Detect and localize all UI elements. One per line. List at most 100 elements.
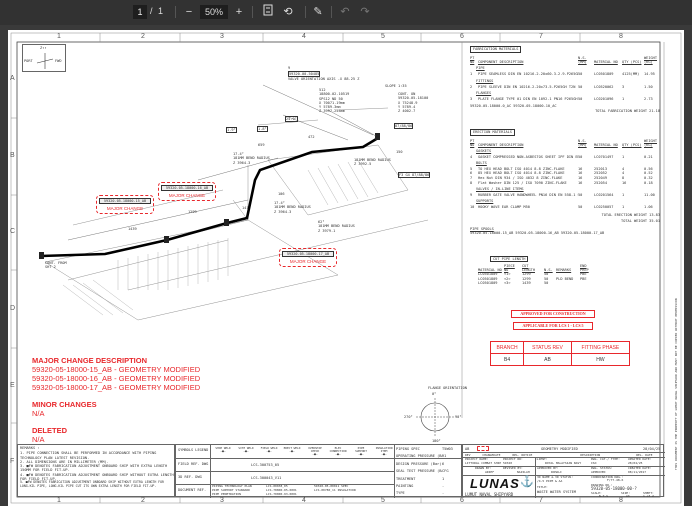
column-label: 1 <box>57 33 61 40</box>
legend-symbol-label: SHOP WELD <box>215 446 231 450</box>
legend-label: SYMBOLS LEGEND <box>178 448 209 452</box>
column-label: 5 <box>381 33 385 40</box>
table-cell: SEAL TEST PRESSURE (Bar) <box>396 469 442 474</box>
table-cell: - <box>442 491 445 496</box>
flange-orientation-title: FLANGE ORIENTATION <box>428 386 467 390</box>
dwg-status: DWG. STATUS:APPROVED <box>591 466 613 474</box>
port-label: PORT <box>24 59 33 63</box>
annotate-icon[interactable]: ✎ <box>313 6 323 18</box>
rotate-icon[interactable]: ⟲ <box>283 6 293 18</box>
table-row: TYPE- <box>396 490 462 497</box>
remark-item: 3. ■FW DENOTES FABRICATION ADJUSTMENT ON… <box>20 464 168 473</box>
column-label: 4 <box>302 497 306 504</box>
major-change-item: 59320-05-18000-16_AB - GEOMETRY MODIFIED <box>32 374 201 383</box>
table-cell: PBE <box>580 272 587 277</box>
table-cell: <2> <box>504 276 511 281</box>
table-cell: LC0520062 <box>594 84 614 89</box>
table-cell: PLD BEND <box>556 276 574 281</box>
zoom-in-button[interactable]: + <box>235 6 243 18</box>
fitting-phase-header: FITTING PHASE <box>570 341 631 354</box>
drawing-sheet: 1 2 3 4 5 6 7 8 1 2 3 4 5 6 7 8 A B C D … <box>8 30 684 506</box>
fwd-label: FWD <box>55 59 62 63</box>
column-label: 3 <box>220 497 224 504</box>
spool-id: 59320-05-18000-16_AB <box>161 185 213 191</box>
table-cell: 1299 <box>522 272 531 277</box>
compass-icon <box>36 53 54 69</box>
table-cell: 1299 <box>522 276 531 281</box>
divider <box>252 6 253 18</box>
rev-date: 28/04/25 <box>643 447 661 451</box>
fit-page-icon[interactable] <box>261 4 275 20</box>
size: SIZE:A3 <box>621 491 631 498</box>
total-erection-weight: TOTAL ERECTION WEIGHT 13.83 <box>601 212 660 217</box>
isometric-drawing <box>39 84 429 321</box>
table-cell: 0.21 <box>644 154 653 159</box>
scale: SCALE:N.T.S <box>591 491 609 498</box>
table-cell: 1 <box>470 72 473 76</box>
table-cell: 3 <box>470 97 473 102</box>
undo-icon[interactable]: ↶ <box>340 6 350 18</box>
table-cell: 4 <box>470 154 473 159</box>
created-date: CREATED DATE:08/11/2017 <box>628 466 652 474</box>
callout-label: MAJOR CHANGE <box>168 193 206 198</box>
table-cell: 252013 <box>594 166 607 171</box>
drawn-by: DRAWN BY:ARIEF <box>475 466 495 474</box>
dim-tag: F3 G4 87/88/86 <box>398 172 431 178</box>
table-cell: TO HEX HEAD BOLT ISO 4014 8.8 ZINC-FLAKE <box>478 166 565 171</box>
drawing-title: TITLE:WASTE WATER SYSTEM <box>537 485 576 494</box>
table-cell: 252054 <box>594 180 607 185</box>
legend-label: DOCUMENT REF. <box>178 488 207 492</box>
z-axis-label: Z↑↑ <box>40 46 47 50</box>
divider <box>305 6 306 18</box>
redo-icon[interactable]: ↷ <box>360 6 370 18</box>
column-label: 3 <box>220 33 224 40</box>
total-weight: TOTAL WEIGHT 35.01 <box>621 219 660 224</box>
client: CLIENT:ROYAL MALAYSIAN NAVY <box>535 457 582 465</box>
slope-label: SLOPE 1:35 <box>385 84 407 88</box>
group-title: PIPE <box>476 66 485 71</box>
page-number-input[interactable]: 1 <box>133 5 147 19</box>
angle-label: 90° <box>455 415 462 419</box>
column-label: 2 <box>141 497 145 504</box>
dim-label: 1299 <box>188 210 197 214</box>
pipe-spools-title: PIPE SPOOLS <box>470 226 494 231</box>
anchor-icon: ⚓ <box>520 476 534 488</box>
table-cell: 4 <box>622 171 625 176</box>
table-cell: 5 <box>470 166 473 171</box>
table-row: OPERATING PRESSURE (Bar)R1 <box>396 453 462 460</box>
table-cell: 50 <box>578 204 583 209</box>
table-cell: LC0501809 <box>594 72 614 76</box>
symbols-row: SHOP WELD—■—SITE WELD—■—FIELD WELD—■—ERE… <box>214 447 393 456</box>
zoom-out-button[interactable]: − <box>185 6 193 18</box>
major-change-callout[interactable]: 59320-05-18000-16_AB MAJOR CHANGE <box>158 182 216 201</box>
legend-symbol-label: FIELD WELD <box>260 446 278 450</box>
project-name: PROJECT NAME:LITTORAL COMBAT SHIP <box>465 457 502 465</box>
table-cell: LC0701497 <box>594 154 614 159</box>
fitting-phase-value: HW <box>570 353 631 366</box>
dim-tag: 1.8° <box>257 126 268 132</box>
table-cell: 1.06 <box>644 204 653 209</box>
divider <box>331 6 332 18</box>
flange-orientation-diagram <box>416 398 454 436</box>
row-label: B <box>10 152 15 159</box>
zoom-level-input[interactable]: 50% <box>200 5 228 19</box>
dim-label: 106 <box>278 192 285 196</box>
orientation-box: Z↑↑ PORT FWD <box>22 44 66 72</box>
weld-symbol-icon: —■— <box>335 452 341 456</box>
table-cell: 4125(MM) <box>622 72 640 76</box>
